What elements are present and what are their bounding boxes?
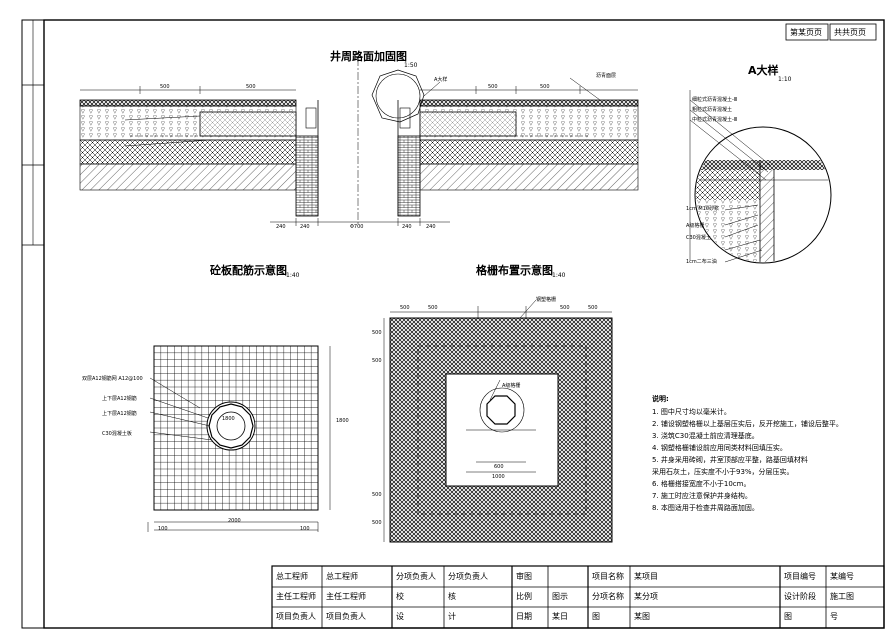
slab-dim-2: 2000 <box>228 518 241 524</box>
note-line-4: 4. 钢塑格栅铺设前应用同类材料回填压实。 <box>652 444 787 452</box>
dim-top-right-1: 500 <box>488 84 498 90</box>
title-block <box>271 565 885 629</box>
detail-a-view <box>689 90 832 264</box>
title-block-cell: 审图 <box>516 572 532 581</box>
title-block-cell: 分项负责人 <box>448 572 488 581</box>
title-block-cell: 项目编号 <box>784 572 816 581</box>
note-line-5: 5. 井身采用砖砌，井室顶部应平整，路基回填材料 <box>652 456 808 464</box>
slab-dim-1: 100 <box>158 526 168 532</box>
slab-label-3: 上下层A12钢筋 <box>102 411 137 417</box>
notes-heading: 说明: <box>652 395 669 403</box>
grid-dim-left-3: 500 <box>372 492 382 498</box>
title-block-cell: 分项名称 <box>592 592 624 601</box>
title-block-cell: 某编号 <box>830 572 854 581</box>
detail-label-5: A级格栅 <box>686 223 705 229</box>
title-block-cell: 主任工程师 <box>326 592 366 601</box>
title-block-cell: 项目名称 <box>592 572 624 581</box>
slab-dim-3: 100 <box>300 526 310 532</box>
note-line-7: 6. 格栅搭接宽度不小于10cm。 <box>652 480 751 488</box>
sheet-no-box <box>785 23 829 41</box>
sheet-total: 共共页页 <box>834 28 866 37</box>
dim-top-right-2: 500 <box>540 84 550 90</box>
grid-dim-top-3: 500 <box>560 305 570 311</box>
detail-label-6: C30混凝土 <box>686 235 711 241</box>
section-view-scale: 1:50 <box>404 62 418 69</box>
grid-label-1: 钢塑格栅 <box>536 297 557 303</box>
dim-bottom-2: 240 <box>300 224 310 230</box>
title-block-cell: 计 <box>448 612 456 621</box>
dim-bottom-5: 240 <box>426 224 436 230</box>
grid-dim-top-4: 500 <box>588 305 598 311</box>
note-line-9: 8. 本图适用于检查井周路面加固。 <box>652 504 759 512</box>
slab-view-scale: 1:40 <box>286 272 300 279</box>
slab-view-title: 砼板配筋示意图 <box>210 264 287 277</box>
title-block-cell: 核 <box>448 592 456 601</box>
slab-label-4: C30混凝土板 <box>102 431 132 437</box>
detail-a-scale: 1:10 <box>778 76 792 83</box>
note-line-3: 3. 浇筑C30混凝土前应清理基底。 <box>652 432 759 440</box>
title-block-cell: 主任工程师 <box>276 592 316 601</box>
grid-dim-top-1: 500 <box>400 305 410 311</box>
grid-view-scale: 1:40 <box>552 272 566 279</box>
note-line-2: 2. 铺设钢塑格栅以上基层压实后，反开挖施工，铺设后整平。 <box>652 420 843 428</box>
title-block-cell: 分项负责人 <box>396 572 436 581</box>
pavement-section-view <box>79 58 639 226</box>
title-block-cell: 施工图 <box>830 592 854 601</box>
title-block-cell: 校 <box>396 592 404 601</box>
slab-label-5: 1800 <box>222 416 235 422</box>
detail-a-callout <box>371 69 425 123</box>
title-block-cell: 某项目 <box>634 572 658 581</box>
title-block-cell: 总工程师 <box>276 572 308 581</box>
slab-rebar-view <box>147 345 331 532</box>
sheet-number: 第某页页 <box>790 28 822 37</box>
dim-top-left-1: 500 <box>160 84 170 90</box>
detail-label-2: 粗粒式沥青混凝土 <box>692 107 733 113</box>
title-block-cell: 图 <box>592 612 600 621</box>
title-block-cell: 项目负责人 <box>326 612 366 621</box>
grid-dim-left-2: 500 <box>372 358 382 364</box>
title-block-cell: 日期 <box>516 612 532 621</box>
callout-a-label: A大样 <box>434 77 448 83</box>
grid-label-2: A级格栅 <box>502 383 521 389</box>
slab-label-6: 1800 <box>336 418 349 424</box>
grid-label-3: 600 <box>494 464 504 470</box>
detail-label-4: 1cm M10砂浆 <box>686 206 720 212</box>
title-block-cell: 项目负责人 <box>276 612 316 621</box>
title-block-cell: 图 <box>784 612 792 621</box>
sheet-total-box <box>829 23 877 41</box>
detail-label-3: 中粒式沥青混凝土-Ⅲ <box>692 117 738 123</box>
slab-label-2: 上下层A12钢筋 <box>102 396 137 402</box>
title-block-cell: 某分项 <box>634 592 658 601</box>
title-block-cell: 图示 <box>552 592 568 601</box>
dim-top-left-2: 500 <box>246 84 256 90</box>
detail-a-title: A大样 <box>748 64 779 77</box>
title-block-cell: 设计阶段 <box>784 592 816 601</box>
title-block-cell: 设 <box>396 612 404 621</box>
grid-dim-left-4: 500 <box>372 520 382 526</box>
note-line-1: 1. 图中尺寸均以毫米计。 <box>652 408 731 416</box>
dim-bottom-1: 240 <box>276 224 286 230</box>
title-block-cell: 某图 <box>634 612 650 621</box>
grid-label-4: 1000 <box>492 474 505 480</box>
dim-bottom-3: Φ700 <box>350 224 364 230</box>
detail-label-1: 细粒式沥青混凝土-Ⅲ <box>692 97 738 103</box>
note-line-6: 采用石灰土，压实度不小于93%，分层压实。 <box>652 468 794 476</box>
grid-dim-top-2: 500 <box>428 305 438 311</box>
title-block-cell: 号 <box>830 612 838 621</box>
section-view-title: 井周路面加固图 <box>330 50 407 63</box>
slab-label-1: 双层A12钢筋网 A12@100 <box>82 376 143 382</box>
title-block-cell: 总工程师 <box>326 572 358 581</box>
title-block-cell: 比例 <box>516 592 532 601</box>
grille-layout-view <box>383 299 613 543</box>
note-line-8: 7. 施工时应注意保护井身结构。 <box>652 492 752 500</box>
section-right-note: 沥青面层 <box>596 73 617 79</box>
dim-bottom-4: 240 <box>402 224 412 230</box>
detail-label-7: 1cm二布三油 <box>686 259 717 265</box>
grid-view-title: 格栅布置示意图 <box>476 264 553 277</box>
grid-dim-left-1: 500 <box>372 330 382 336</box>
title-block-cell: 某日 <box>552 612 568 621</box>
